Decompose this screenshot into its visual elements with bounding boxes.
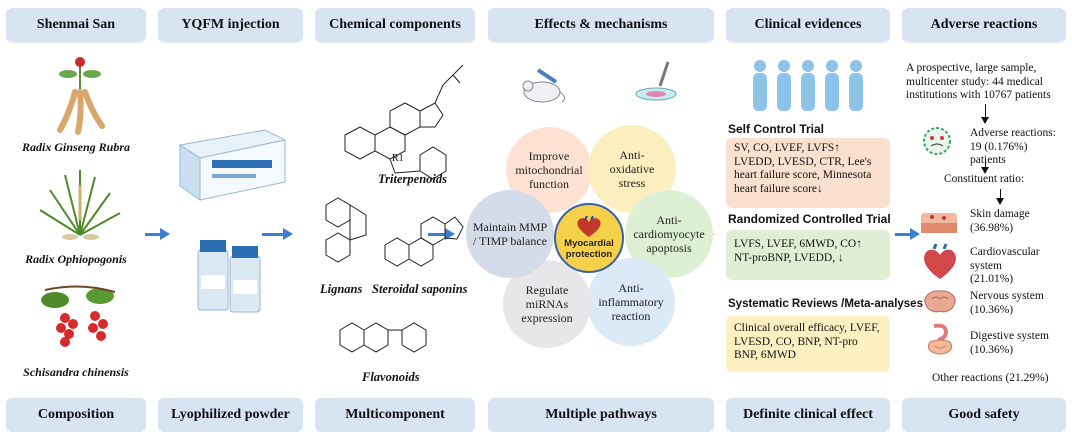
lignan-structure — [325, 197, 367, 263]
header-adverse-reactions: Adverse reactions — [902, 8, 1066, 42]
constituent-ratio-label: Constituent ratio: — [944, 173, 1025, 185]
systematic-reviews-box: Clinical overall efficacy, LVEF, LVESD, … — [726, 316, 890, 372]
petal-text: Maintain MMP / TIMP balance — [472, 220, 548, 248]
petal-text: Regulate miRNAs expression — [521, 283, 573, 325]
ginseng-illustration — [57, 57, 105, 135]
petal-maintain-mmp: Maintain MMP / TIMP balance — [466, 190, 554, 278]
arrow-3 — [428, 228, 455, 240]
digestive-icon — [927, 323, 953, 355]
petal-text: Anti-inflammatory reaction — [598, 281, 664, 323]
cell-culture-icon — [635, 61, 677, 101]
adverse-item-label: Skin damage — [970, 208, 1030, 220]
footer-definite-clinical-effect: Definite clinical effect — [726, 398, 890, 432]
adverse-reactions-count: Adverse reactions: 19 (0.176%) patients — [970, 127, 1056, 166]
r1-label: R1 — [392, 153, 404, 164]
adverse-nervous: Nervous system (10.36%) — [970, 290, 1044, 317]
brain-icon — [924, 290, 956, 313]
header-yqfm-injection: YQFM injection — [158, 8, 303, 42]
arrow-1 — [145, 228, 170, 240]
footer-composition: Composition — [6, 398, 146, 432]
plant-label-ginseng: Radix Ginseng Rubra — [21, 140, 131, 154]
header-shenmai-san: Shenmai San — [6, 8, 146, 42]
cardiovascular-icon — [924, 243, 956, 279]
adverse-item-pct: (36.98%) — [970, 221, 1014, 234]
arrow-2 — [262, 228, 293, 240]
yqfm-product-illustration — [178, 129, 287, 313]
center-label: Myocardial protection — [564, 238, 614, 260]
footer-multicomponent: Multicomponent — [315, 398, 475, 432]
header-clinical-evidences: Clinical evidences — [726, 8, 890, 42]
flavonoids-label: Flavonoids — [362, 370, 420, 384]
adverse-study-text: A prospective, large sample, multicenter… — [906, 62, 1051, 101]
arrow-down-1 — [981, 104, 989, 124]
petal-text: Anti-cardiomyocyte apoptosis — [633, 213, 705, 255]
triterpenoid-structure — [344, 64, 464, 180]
footer-multiple-pathways: Multiple pathways — [488, 398, 714, 432]
adverse-item-label: Nervous system — [970, 290, 1044, 302]
triterpenoids-label: Triterpenoids — [378, 172, 447, 186]
footer-lyophilized-powder: Lyophilized powder — [158, 398, 303, 432]
rct-box: LVFS, LVEF, 6MWD, CO↑ NT-proBNP, LVEDD, … — [726, 230, 890, 280]
adverse-item-pct: (10.36%) — [970, 343, 1014, 356]
adverse-cardiovascular: Cardiovascular system (21.01%) — [970, 246, 1072, 287]
petal-text: Anti-oxidative stress — [609, 148, 655, 190]
adverse-item-label: Digestive system — [970, 330, 1049, 342]
steroidal-structure — [384, 216, 464, 267]
header-chemical-components: Chemical components — [315, 8, 475, 42]
adverse-item-pct: (21.01%) — [970, 273, 1014, 285]
petal-anti-inflammatory: Anti-inflammatory reaction — [587, 258, 675, 346]
self-control-trial-box: SV, CO, LVEF, LVFS↑ LVEDD, LVESD, CTR, L… — [726, 138, 890, 208]
arrow-down-3 — [996, 189, 1004, 205]
footer-good-safety: Good safety — [902, 398, 1066, 432]
plant-label-schisandra: Schisandra chinensis — [23, 365, 129, 379]
systematic-reviews-title: Systematic Reviews /Meta-analyses — [728, 298, 923, 310]
schisandra-illustration — [41, 285, 116, 347]
plant-label-ophiopogon: Radix Ophiopogonis — [25, 252, 127, 266]
arrow-down-2 — [981, 158, 989, 174]
steroidal-label: Steroidal saponins — [372, 282, 468, 296]
lignans-label: Lignans — [320, 282, 363, 296]
adverse-other: Other reactions (21.29%) — [932, 372, 1049, 384]
petal-text: Improve mitochondrial function — [515, 149, 583, 191]
mouse-icon — [522, 68, 566, 103]
header-effects-mechanisms: Effects & mechanisms — [488, 8, 714, 42]
adverse-skin: Skin damage (36.98%) — [970, 208, 1030, 235]
petal-regulate-mirnas: Regulate miRNAs expression — [503, 260, 591, 348]
myocardial-protection-center: Myocardial protection — [554, 203, 624, 273]
heart-icon — [577, 216, 601, 237]
adverse-item-pct: (10.36%) — [970, 303, 1014, 316]
patients-icon — [753, 60, 863, 111]
arrow-5 — [895, 228, 920, 240]
ophiopogon-illustration — [39, 170, 121, 240]
flavonoid-structure — [339, 322, 427, 353]
allergy-icon — [923, 127, 951, 155]
skin-icon — [921, 213, 957, 233]
adverse-digestive: Digestive system (10.36%) — [970, 330, 1049, 357]
adverse-item-label: Cardiovascular system — [970, 246, 1040, 272]
self-control-trial-title: Self Control Trial — [728, 122, 825, 136]
rct-title: Randomized Controlled Trial — [728, 212, 891, 226]
